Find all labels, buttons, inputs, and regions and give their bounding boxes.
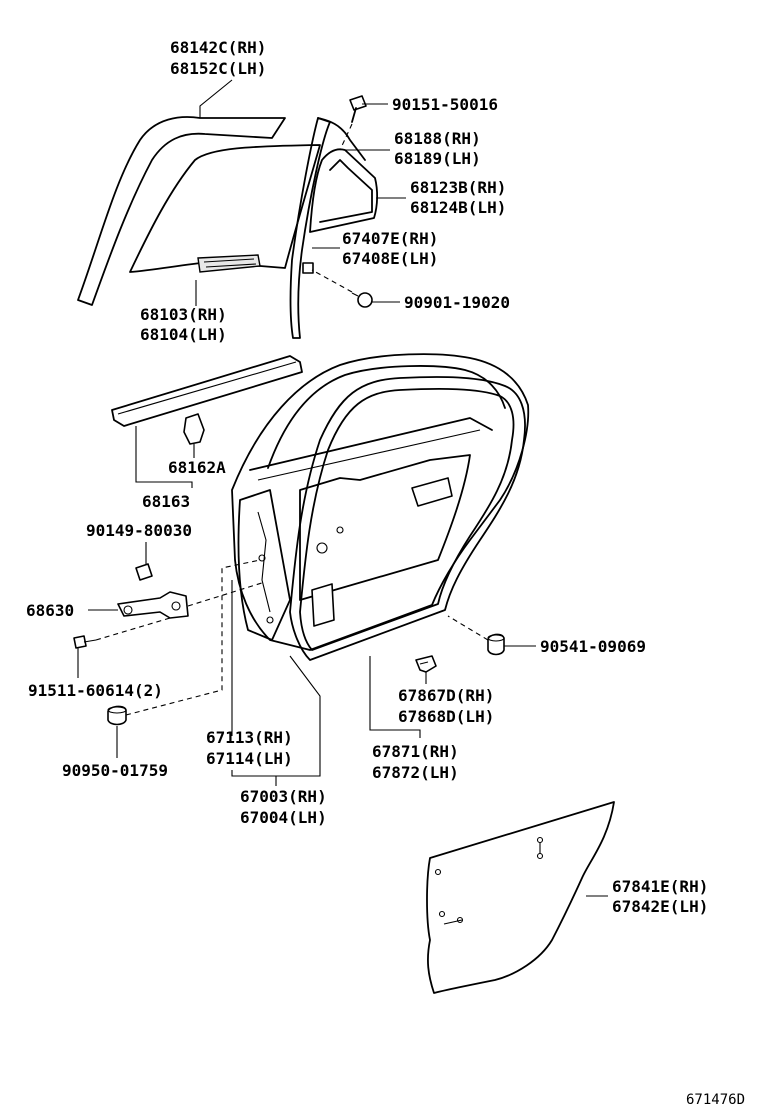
- glass-run-part: [77, 116, 286, 306]
- label-67003-rh: 67003(RH): [240, 787, 327, 806]
- label-68103-rh: 68103(RH): [140, 305, 227, 324]
- label-67867d-rh: 67867D(RH): [398, 686, 494, 705]
- bolt-90901-part: [351, 292, 373, 308]
- label-68142c-rh: 68142C(RH): [170, 38, 266, 57]
- label-67113-rh: 67113(RH): [206, 728, 293, 747]
- clip-67867d-part: [415, 655, 437, 673]
- belt-weatherstrip-part: [111, 355, 303, 427]
- door-check-part: [117, 591, 189, 619]
- label-90149-80030: 90149-80030: [86, 521, 192, 540]
- label-67004-lh: 67004(LH): [240, 808, 327, 827]
- label-67841e-rh: 67841E(RH): [612, 877, 708, 896]
- label-68104-lh: 68104(LH): [140, 325, 227, 344]
- service-hole-cover-part: [426, 801, 615, 994]
- label-68123b-rh: 68123B(RH): [410, 178, 506, 197]
- leader-lines: [77, 79, 608, 897]
- label-91511-60614: 91511-60614(2): [28, 681, 163, 700]
- label-68188-rh: 68188(RH): [394, 129, 481, 148]
- label-90901-19020: 90901-19020: [404, 293, 510, 312]
- plug-90950-part: [107, 705, 127, 726]
- label-67872-lh: 67872(LH): [372, 763, 459, 782]
- label-68124b-lh: 68124B(LH): [410, 198, 506, 217]
- door-weatherstrip-part: [289, 376, 526, 661]
- door-glass-part: [129, 144, 321, 273]
- division-bar-part: [289, 117, 366, 339]
- label-90151-50016: 90151-50016: [392, 95, 498, 114]
- label-67114-lh: 67114(LH): [206, 749, 293, 768]
- label-68163: 68163: [142, 492, 190, 511]
- label-67868d-lh: 67868D(LH): [398, 707, 494, 726]
- label-67408e-lh: 67408E(LH): [342, 249, 438, 268]
- door-panel-part: [231, 353, 530, 651]
- label-68189-lh: 68189(LH): [394, 149, 481, 168]
- quarter-glass-part: [309, 148, 379, 233]
- figure-id: 671476D: [686, 1092, 745, 1108]
- bolt-91511-part: [73, 635, 97, 649]
- screw-90151-part: [349, 95, 367, 123]
- label-90950-01759: 90950-01759: [62, 761, 168, 780]
- bumper-90541-part: [487, 633, 505, 656]
- label-67407e-rh: 67407E(RH): [342, 229, 438, 248]
- label-68162a: 68162A: [168, 458, 226, 477]
- label-67842e-lh: 67842E(LH): [612, 897, 708, 916]
- clip-68162a-part: [183, 413, 205, 445]
- label-68630: 68630: [26, 601, 74, 620]
- label-90541-09069: 90541-09069: [540, 637, 646, 656]
- label-67871-rh: 67871(RH): [372, 742, 459, 761]
- bolt-90149-part: [135, 563, 153, 581]
- label-68152c-lh: 68152C(LH): [170, 59, 266, 78]
